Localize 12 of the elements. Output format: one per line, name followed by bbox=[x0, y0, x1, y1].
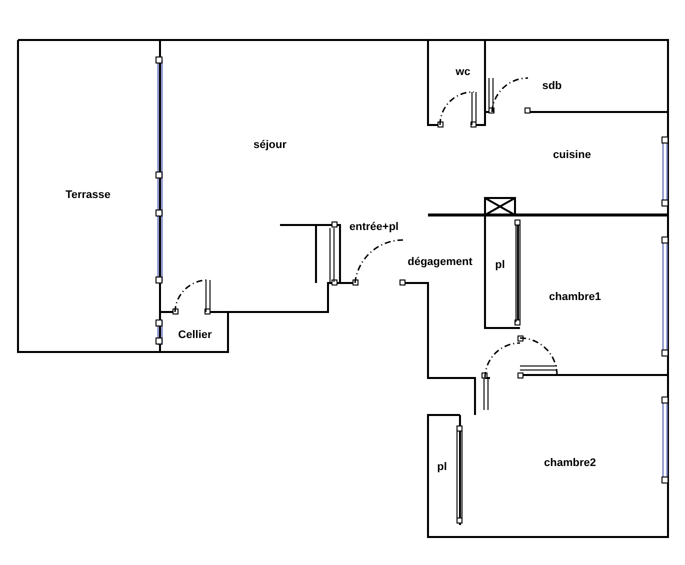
room-label: entrée+pl bbox=[349, 221, 399, 233]
room-label: wc bbox=[456, 66, 470, 78]
room-label: pl bbox=[495, 259, 505, 271]
room-label: séjour bbox=[254, 139, 286, 151]
room-label: Terrasse bbox=[65, 189, 111, 201]
room-label: dégagement bbox=[408, 256, 472, 268]
room-label: sdb bbox=[542, 80, 562, 92]
room-label: chambre2 bbox=[544, 457, 596, 469]
room-label: pl bbox=[437, 461, 447, 473]
room-label: chambre1 bbox=[549, 291, 601, 303]
room-label: Cellier bbox=[178, 329, 212, 341]
room-label: cuisine bbox=[553, 149, 591, 161]
